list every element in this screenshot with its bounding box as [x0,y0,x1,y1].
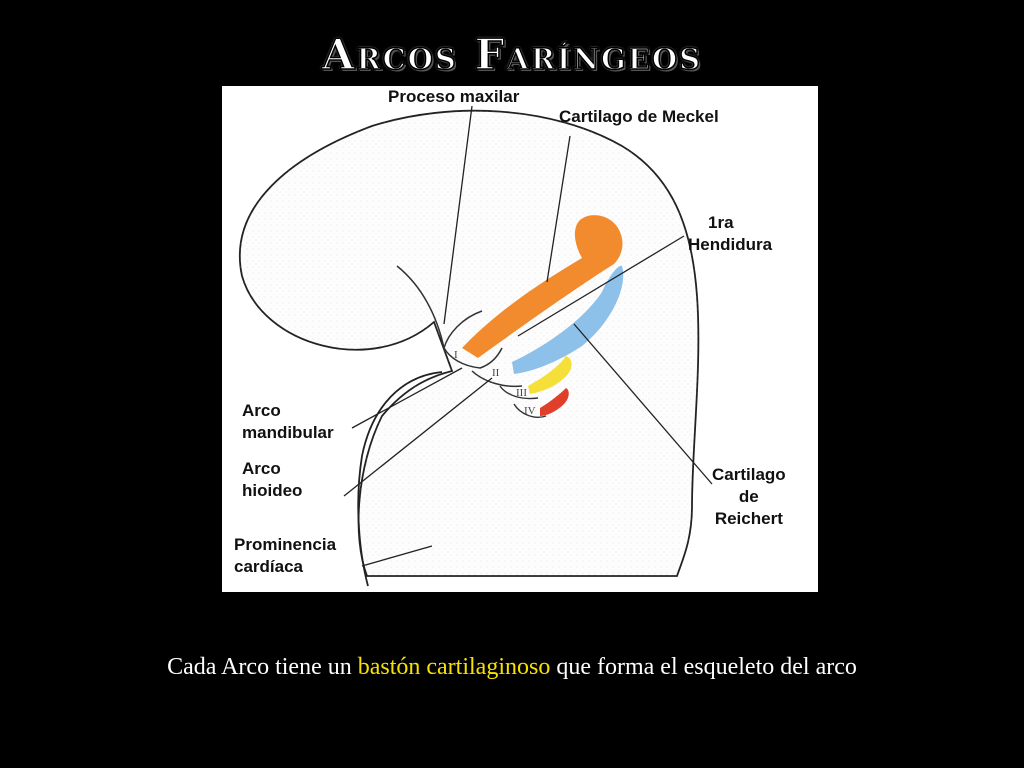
leader-line-prominencia [361,545,433,567]
label-arco-mandibular-line: mandibular [242,423,334,442]
embryo-drawing: I II III IV [239,105,713,587]
maxillary-fold [396,265,483,349]
label-hendidura: 1ra Hendidura [688,212,772,256]
caption-text-after: que forma el esqueleto del arco [550,654,857,680]
label-reichert-line: de [738,487,759,506]
label-prominencia-line: cardíaca [234,557,303,576]
label-arco-hioideo-line: hioideo [242,481,303,500]
label-reichert-line: Cartilago [712,465,786,484]
arch-2-outline [471,370,523,388]
label-cartilago-reichert: Cartilago de Reichert [712,464,786,530]
slide-title: Arcos Faríngeos [321,30,703,79]
arch-numeral: I [454,349,458,361]
label-hendidura-line: 1ra [708,213,734,232]
leader-lines [343,105,713,567]
caption-text-before: Cada Arco tiene un [167,654,358,680]
label-prominencia-cardiaca: Prominencia cardíaca [234,534,336,578]
arch-4-outline [513,403,547,418]
leader-line-meckel [546,135,571,283]
label-arco-mandibular-line: Arco [242,401,281,420]
label-arco-hioideo-line: Arco [242,459,281,478]
embryo-diagram: I II III IV Proceso maxilar Cartilago de… [222,86,818,592]
arch-numeral: II [492,367,500,379]
arch-3-cartilage [528,356,572,394]
arch-1-outline [443,347,503,369]
leader-line-reichert [573,323,713,485]
arch-numeral: IV [524,405,536,417]
caption-highlight: bastón cartilaginoso [357,654,551,680]
arch-numeral: III [516,387,527,399]
label-hendidura-line: Hendidura [688,235,773,254]
label-prominencia-line: Prominencia [234,535,337,554]
leader-line-proceso-maxilar [443,105,473,325]
label-reichert-line: Reichert [714,509,783,528]
leader-line-arco-mandibular [351,367,463,429]
cardiac-prominence-outline [357,371,443,587]
arch-3-outline [499,385,539,400]
label-proceso-maxilar: Proceso maxilar [388,87,520,106]
arch-4-cartilage [540,388,569,416]
leader-line-arco-hioideo [343,377,493,497]
label-arco-mandibular: Arco mandibular [242,400,334,444]
slide-caption: Cada Arco tiene un bastón cartilaginoso … [0,654,1024,681]
reichert-cartilage [512,265,624,374]
meckel-cartilage [462,215,623,358]
label-arco-hioideo: Arco hioideo [242,458,302,502]
label-cartilago-meckel: Cartilago de Meckel [559,107,719,126]
leader-line-hendidura [517,235,685,337]
